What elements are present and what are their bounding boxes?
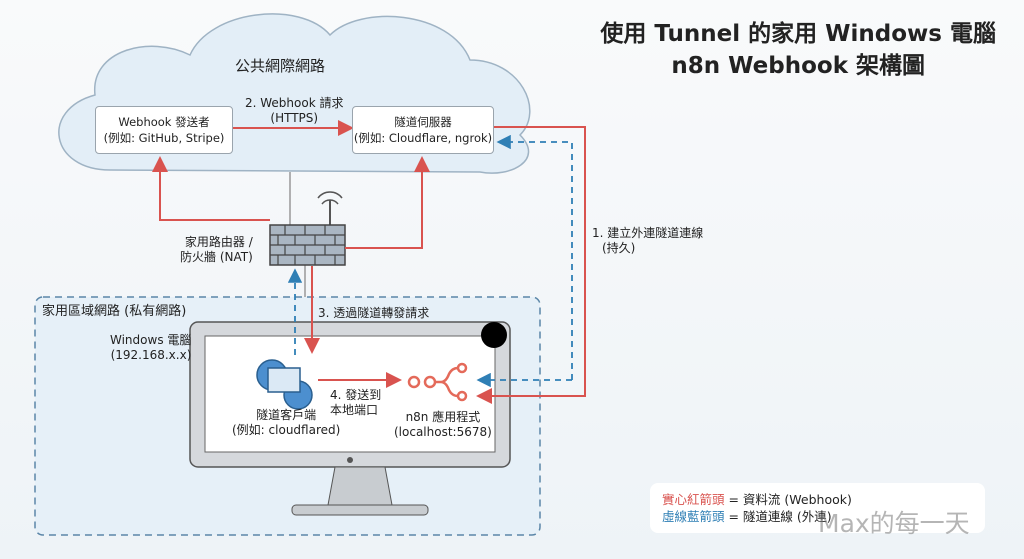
data-flow-arrows bbox=[152, 120, 586, 404]
n8n-label: n8n 應用程式 (localhost:5678) bbox=[394, 410, 492, 440]
step2-line1: 2. Webhook 請求 bbox=[245, 96, 344, 110]
router-label: 家用路由器 / 防火牆 (NAT) bbox=[180, 235, 253, 265]
sender-example: (例如: GitHub, Stripe) bbox=[103, 131, 225, 145]
gear-icon bbox=[256, 359, 313, 410]
lan-label: 家用區域網路 (私有網路) bbox=[42, 304, 187, 319]
step4-label: 4. 發送到 本地端口 bbox=[330, 388, 381, 418]
legend-blue: 虛線藍箭頭 = 隧道連線 (外連) bbox=[662, 508, 973, 525]
step4-line2: 本地端口 bbox=[330, 403, 379, 417]
legend-blue-value: = 隧道連線 (外連) bbox=[724, 509, 832, 524]
step1-line2: (持久) bbox=[602, 241, 636, 255]
router-line2: 防火牆 (NAT) bbox=[180, 250, 253, 264]
legend-red-value: = 資料流 (Webhook) bbox=[724, 492, 852, 507]
step1-line1: 1. 建立外連隧道連線 bbox=[592, 226, 704, 240]
tunnel-server-box: 隧道伺服器 (例如: Cloudflare, ngrok) bbox=[352, 106, 494, 154]
step2-label: 2. Webhook 請求 (HTTPS) bbox=[245, 96, 343, 126]
legend: 實心紅箭頭 = 資料流 (Webhook) 虛線藍箭頭 = 隧道連線 (外連) bbox=[650, 483, 985, 533]
n8n-name: n8n 應用程式 bbox=[405, 410, 481, 424]
step1-label: 1. 建立外連隧道連線 (持久) bbox=[592, 226, 703, 256]
step2-line2: (HTTPS) bbox=[270, 111, 319, 125]
n8n-example: (localhost:5678) bbox=[394, 425, 492, 439]
legend-red-key: 實心紅箭頭 bbox=[662, 492, 725, 507]
router-firewall-icon bbox=[269, 191, 346, 266]
monitor-icon bbox=[189, 321, 511, 516]
client-name: 隧道客戶端 bbox=[256, 408, 317, 422]
tunnel-server-example: (例如: Cloudflare, ngrok) bbox=[353, 131, 493, 145]
title-line-1: 使用 Tunnel 的家用 Windows 電腦 bbox=[600, 21, 996, 47]
tunnel-server-name: 隧道伺服器 bbox=[394, 115, 452, 129]
cloud-label: 公共網際網路 bbox=[235, 57, 326, 75]
step3-label: 3. 透過隧道轉發請求 bbox=[318, 306, 430, 320]
router-line1: 家用路由器 / bbox=[184, 235, 253, 249]
pc-line2: (192.168.x.x) bbox=[110, 348, 192, 362]
legend-red: 實心紅箭頭 = 資料流 (Webhook) bbox=[662, 491, 973, 508]
pc-line1: Windows 電腦 bbox=[110, 333, 192, 347]
n8n-logo-icon bbox=[407, 362, 468, 402]
pc-label: Windows 電腦 (192.168.x.x) bbox=[110, 333, 191, 363]
title-line-2: n8n Webhook 架構圖 bbox=[671, 53, 925, 79]
tunnel-arrows bbox=[287, 134, 573, 388]
legend-blue-key: 虛線藍箭頭 bbox=[662, 509, 725, 524]
sender-box: Webhook 發送者 (例如: GitHub, Stripe) bbox=[95, 106, 233, 154]
sender-name: Webhook 發送者 bbox=[118, 115, 210, 129]
page-title: 使用 Tunnel 的家用 Windows 電腦 n8n Webhook 架構圖 bbox=[600, 18, 996, 82]
watermark: Max的每一天 bbox=[818, 509, 970, 538]
tunnel-client-label: 隧道客戶端 (例如: cloudflared) bbox=[232, 408, 340, 438]
step4-line1: 4. 發送到 bbox=[330, 388, 382, 402]
client-example: (例如: cloudflared) bbox=[232, 423, 341, 437]
